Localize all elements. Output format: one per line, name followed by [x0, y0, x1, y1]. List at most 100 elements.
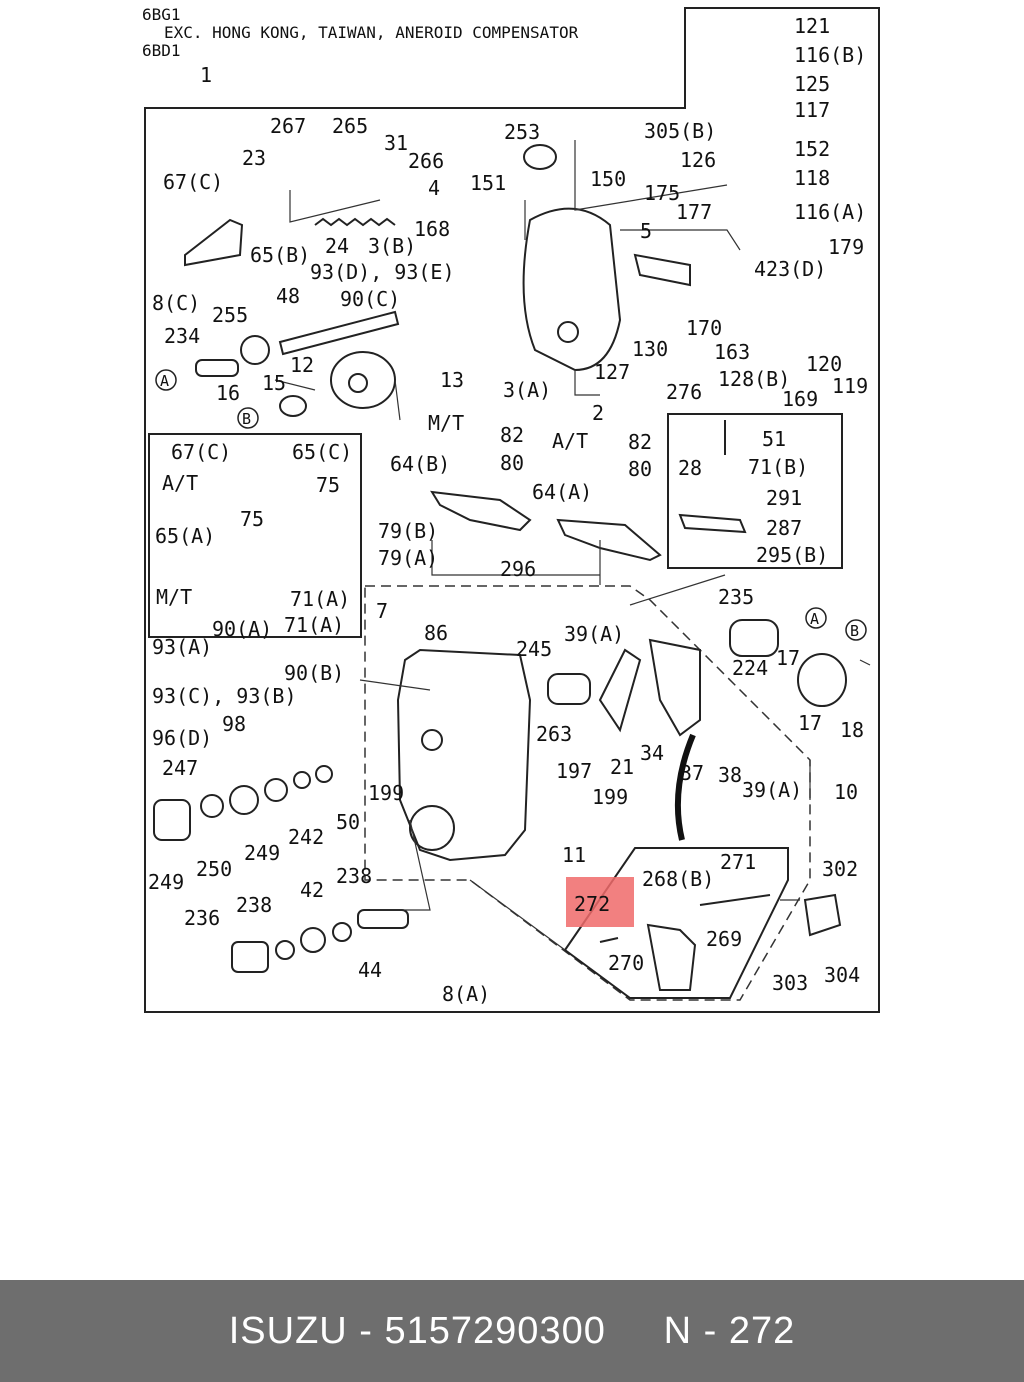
- label-255: 255: [212, 303, 248, 327]
- label-268b: 268(B): [642, 867, 714, 891]
- label-17b: 17: [798, 711, 822, 735]
- label-65c: 65(C): [292, 440, 352, 464]
- label-271: 271: [720, 850, 756, 874]
- label-119: 119: [832, 374, 868, 398]
- inset-box-276: [667, 413, 843, 569]
- label-37: 37: [680, 761, 704, 785]
- label-79a: 79(A): [378, 546, 438, 570]
- label-236: 236: [184, 906, 220, 930]
- label-2: 2: [592, 401, 604, 425]
- marker-a-left: [155, 369, 177, 391]
- label-38: 38: [718, 763, 742, 787]
- label-4: 4: [428, 176, 440, 200]
- inset-label-mt: M/T: [156, 585, 192, 609]
- reference-markers: A B A B: [155, 369, 867, 641]
- label-265: 265: [332, 114, 368, 138]
- label-152: 152: [794, 137, 830, 161]
- label-238b: 238: [336, 864, 372, 888]
- label-127: 127: [594, 360, 630, 384]
- label-16: 16: [216, 381, 240, 405]
- label-116a: 116(A): [794, 200, 866, 224]
- screw-271: [699, 894, 771, 906]
- label-31: 31: [384, 131, 408, 155]
- label-10: 10: [834, 780, 858, 804]
- label-93cb: 93(C), 93(B): [152, 684, 297, 708]
- footer-part-number: ISUZU - 5157290300 N - 272: [0, 1280, 1024, 1382]
- label-65a: 65(A): [155, 524, 215, 548]
- governor-shaft: [278, 310, 400, 356]
- pin-272: [599, 937, 619, 943]
- label-197: 197: [556, 759, 592, 783]
- label-82a: 82: [500, 423, 524, 447]
- header-model-2: 6BD1: [142, 41, 181, 60]
- subassembly-boundary: [364, 585, 811, 1001]
- label-39a-top: 39(A): [564, 622, 624, 646]
- lever-21: [598, 648, 642, 733]
- label-67c-inset: 67(C): [171, 440, 231, 464]
- bush-255: [240, 335, 270, 365]
- spring-234: [195, 359, 239, 377]
- label-71a: 71(A): [290, 587, 350, 611]
- label-175: 175: [644, 181, 680, 205]
- label-253: 253: [504, 120, 540, 144]
- marker-b-right: [845, 619, 867, 641]
- label-224: 224: [732, 656, 768, 680]
- housing-bore: [421, 729, 443, 751]
- nut-242: [293, 771, 311, 789]
- label-75b: 75: [240, 507, 264, 531]
- part-labels: 1 2 3(A) 3(B) 4 5 7 8(A) 8(C) 10 11 12 1…: [148, 14, 868, 1006]
- label-21: 21: [610, 755, 634, 779]
- marker-a-right: [805, 607, 827, 629]
- marker-b-left-label: B: [242, 410, 251, 428]
- governor-cover: [522, 207, 622, 372]
- inset-box-65: [148, 433, 362, 638]
- label-at-lever: A/T: [552, 429, 588, 453]
- label-117: 117: [794, 98, 830, 122]
- label-270: 270: [608, 951, 644, 975]
- label-238a: 238: [236, 893, 272, 917]
- label-245: 245: [516, 637, 552, 661]
- label-116b: 116(B): [794, 43, 866, 67]
- label-8a: 8(A): [442, 982, 490, 1006]
- label-295b: 295(B): [756, 543, 828, 567]
- label-34: 34: [640, 741, 664, 765]
- sleeve-16: [279, 395, 307, 417]
- header-model-1: 6BG1: [142, 5, 181, 24]
- label-302: 302: [822, 857, 858, 881]
- plug-236: [231, 941, 269, 973]
- footer-text: ISUZU - 5157290300 N - 272: [228, 1309, 796, 1352]
- label-13: 13: [440, 368, 464, 392]
- label-126: 126: [680, 148, 716, 172]
- label-169: 169: [782, 387, 818, 411]
- inset-label-at: A/T: [162, 471, 198, 495]
- label-65b: 65(B): [250, 243, 310, 267]
- label-1: 1: [200, 63, 212, 87]
- label-67c-top: 67(C): [163, 170, 223, 194]
- washer-249b: [264, 778, 288, 802]
- label-234: 234: [164, 324, 200, 348]
- highlight-272: [566, 877, 634, 927]
- label-8c: 8(C): [152, 291, 200, 315]
- marker-a-right-label: A: [810, 610, 819, 628]
- label-98: 98: [222, 712, 246, 736]
- label-267: 267: [270, 114, 306, 138]
- label-5: 5: [640, 219, 652, 243]
- label-177: 177: [676, 200, 712, 224]
- plug-247: [153, 799, 191, 841]
- label-199b: 199: [592, 785, 628, 809]
- label-90c: 90(C): [340, 287, 400, 311]
- label-11: 11: [562, 843, 586, 867]
- nut-50: [315, 765, 333, 783]
- label-296: 296: [500, 557, 536, 581]
- lever-64a: [556, 518, 662, 562]
- bracket-302: [803, 893, 842, 937]
- screw-44: [357, 909, 409, 929]
- part-drawings: [153, 144, 847, 991]
- label-80a: 80: [500, 451, 524, 475]
- label-64b: 64(B): [390, 452, 450, 476]
- label-249a: 249: [148, 870, 184, 894]
- label-75a: 75: [316, 473, 340, 497]
- washer-238b: [332, 922, 352, 942]
- label-249b: 249: [244, 841, 280, 865]
- label-170: 170: [686, 316, 722, 340]
